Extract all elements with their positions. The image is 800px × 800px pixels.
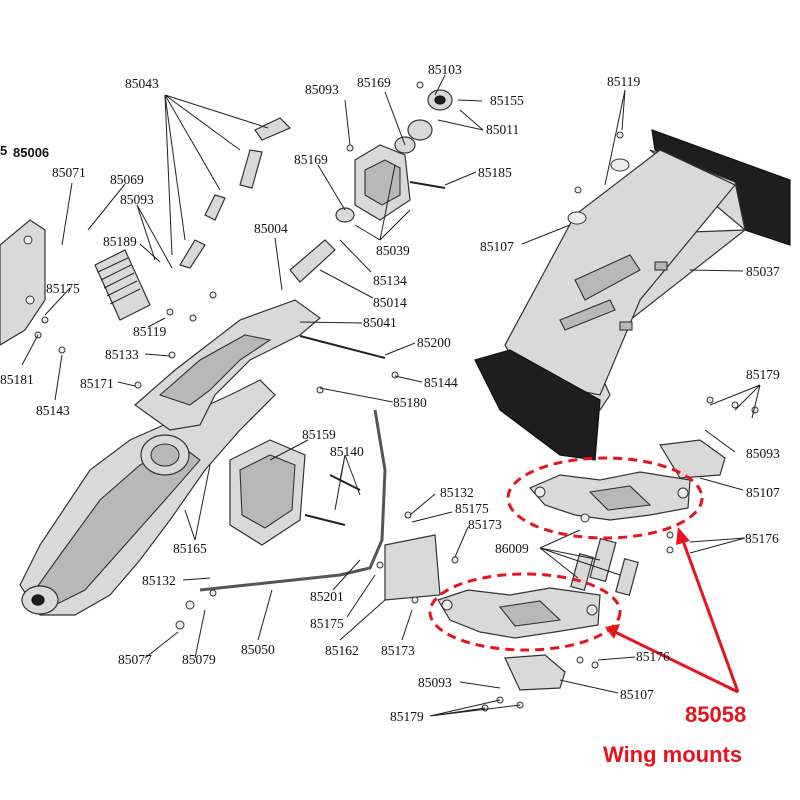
callout-label: Wing mounts: [603, 742, 742, 767]
part-label-85159: 85159: [302, 427, 336, 442]
part-label-85144: 85144: [424, 375, 458, 390]
part-number-labels: 85006 85043 85093 85169 85103 85155 85011 85119…: [0, 62, 780, 724]
part-label-85050: 85050: [241, 642, 275, 657]
wing-bracket-lower: [504, 654, 566, 691]
part-label-85140: 85140: [330, 444, 364, 459]
callout-arrowhead-upper: [676, 527, 690, 545]
part-label-85041: 85041: [363, 315, 397, 330]
part-label-85039: 85039: [376, 243, 410, 258]
callout-part-number: 85058: [685, 702, 746, 727]
part-label-85169a: 85169: [357, 75, 391, 90]
part-label-85185: 85185: [478, 165, 512, 180]
part-label-85171: 85171: [80, 376, 114, 391]
rear-wing: [474, 129, 791, 461]
part-label-85006: 85006: [13, 145, 49, 160]
part-label-85107c: 85107: [620, 687, 654, 702]
part-label-85093a: 85093: [305, 82, 339, 97]
part-label-85165: 85165: [173, 541, 207, 556]
part-label-85069: 85069: [110, 172, 144, 187]
part-label-85107a: 85107: [480, 239, 514, 254]
spacer-post: [589, 537, 617, 583]
part-label-85093c: 85093: [746, 446, 780, 461]
part-label-85119b: 85119: [133, 324, 166, 339]
part-label-85133: 85133: [105, 347, 139, 362]
part-label-85169b: 85169: [294, 152, 328, 167]
part-label-85134: 85134: [373, 273, 407, 288]
part-label-85103: 85103: [428, 62, 462, 77]
part-label-85179a: 85179: [746, 367, 780, 382]
part-label-86009: 86009: [495, 541, 529, 556]
part-label-85175c: 85175: [310, 616, 344, 631]
wing-mount-upper: [529, 471, 691, 521]
highlight-ellipse-lower: [428, 572, 622, 652]
shock-absorber: [94, 249, 151, 321]
part-label-85200: 85200: [417, 335, 451, 350]
part-label-85173b: 85173: [381, 643, 415, 658]
part-label-85071: 85071: [52, 165, 86, 180]
part-label-85180: 85180: [393, 395, 427, 410]
part-label-85173a: 85173: [468, 517, 502, 532]
part-label-85176a: 85176: [745, 531, 779, 546]
part-label-85189: 85189: [103, 234, 137, 249]
part-label-85132a: 85132: [440, 485, 474, 500]
rear-chassis-assembly: [0, 89, 453, 616]
part-label-85093d: 85093: [418, 675, 452, 690]
part-label-85037: 85037: [746, 264, 780, 279]
wing-bracket-upper: [659, 439, 726, 479]
part-label-85043: 85043: [125, 76, 159, 91]
part-label-85079: 85079: [182, 652, 216, 667]
part-label-85176b: 85176: [636, 649, 670, 664]
part-label-85201: 85201: [310, 589, 344, 604]
part-label-85162: 85162: [325, 643, 359, 658]
part-label-85181: 85181: [0, 372, 34, 387]
part-label-85119a: 85119: [607, 74, 640, 89]
partial-part-label: 5: [0, 143, 7, 158]
part-label-85004: 85004: [254, 221, 288, 236]
part-label-85143: 85143: [36, 403, 70, 418]
part-label-85175a: 85175: [46, 281, 80, 296]
leader-lines: [21, 74, 761, 717]
part-label-85077: 85077: [118, 652, 152, 667]
wing-mount-lower: [437, 587, 601, 639]
part-label-85175b: 85175: [455, 501, 489, 516]
spacer-post: [615, 558, 639, 596]
part-label-85107b: 85107: [746, 485, 780, 500]
part-label-85014: 85014: [373, 295, 407, 310]
part-label-85132b: 85132: [142, 573, 176, 588]
callout-arrow-lower: [614, 630, 739, 694]
wing-mount-highlight: [428, 456, 740, 694]
callout-arrowhead-lower: [605, 624, 620, 639]
callout-arrow-upper: [680, 537, 740, 693]
part-label-85093b: 85093: [120, 192, 154, 207]
part-label-85155: 85155: [490, 93, 524, 108]
part-label-85011: 85011: [486, 122, 519, 137]
body-post-bracket: [384, 534, 441, 601]
screws: [34, 81, 759, 712]
highlight-ellipse-upper: [506, 456, 704, 540]
part-label-85179b: 85179: [390, 709, 424, 724]
